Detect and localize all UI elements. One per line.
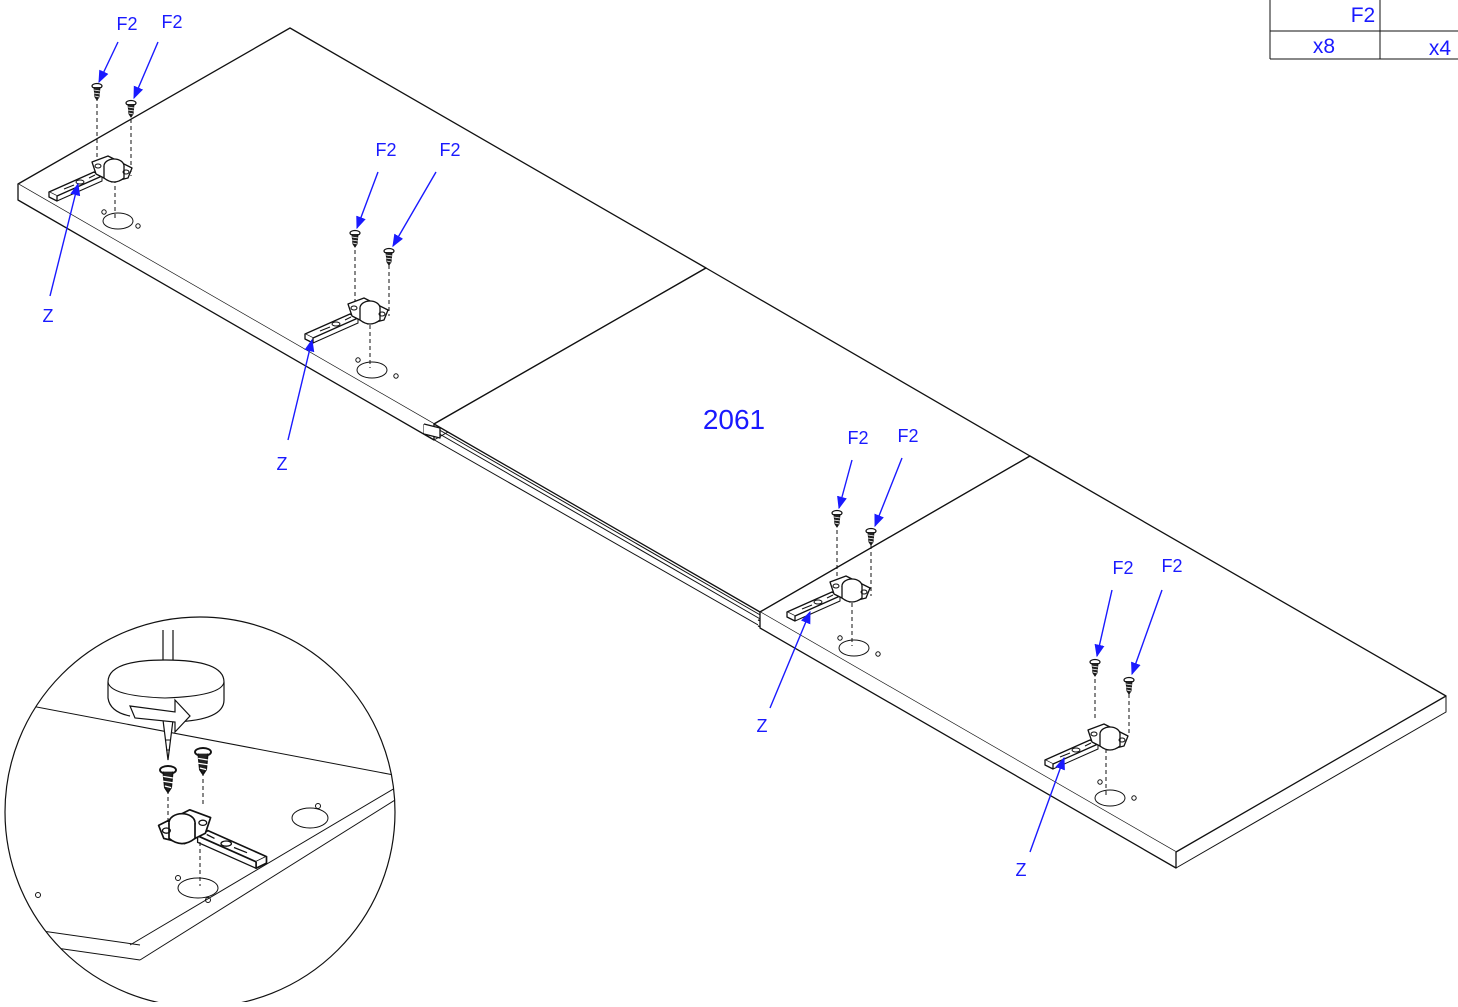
screw-label: F2 — [1112, 558, 1133, 578]
hinge-label: Z — [1016, 860, 1027, 880]
hinge-assembly-3: F2 F2 Z — [757, 426, 919, 736]
screw-icon — [91, 82, 103, 101]
screw-label: F2 — [161, 12, 182, 32]
hinge-label: Z — [277, 454, 288, 474]
screw-label: F2 — [1161, 556, 1182, 576]
hinge-assembly-4: F2 F2 Z — [1016, 556, 1183, 880]
screw-label: F2 — [439, 140, 460, 160]
parts-table: F2 x8 x4 — [1269, 0, 1458, 60]
detail-magnifier — [4, 616, 396, 1007]
screw-icon — [125, 99, 137, 118]
hinge-label: Z — [43, 306, 54, 326]
screw-label: F2 — [897, 426, 918, 446]
hinge-label: Z — [757, 716, 768, 736]
dimension-label: 2061 — [703, 404, 765, 435]
screw-label: F2 — [375, 140, 396, 160]
screw-label: F2 — [116, 14, 137, 34]
parts-table-qty-a: x8 — [1313, 35, 1335, 58]
hinge-assembly-1: F2 F2 Z — [43, 12, 183, 326]
parts-table-code: F2 — [1351, 4, 1376, 27]
screw-label: F2 — [847, 428, 868, 448]
parts-table-qty-b: x4 — [1429, 37, 1452, 60]
hinge-assembly-2: F2 F2 Z — [277, 140, 461, 474]
rotation-arrow-icon — [107, 659, 225, 734]
